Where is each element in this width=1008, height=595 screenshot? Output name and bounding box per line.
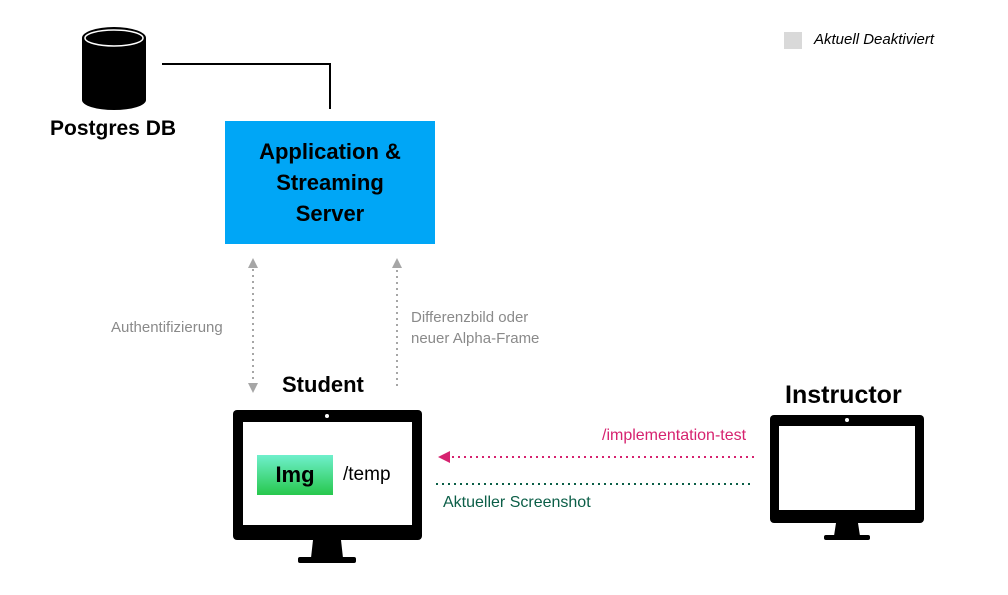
- img-badge: Img: [257, 455, 333, 495]
- legend-swatch: [784, 32, 802, 49]
- auth-label: Authentifizierung: [111, 319, 223, 336]
- implementation-test-label: /implementation-test: [602, 427, 747, 444]
- database-icon: [82, 27, 146, 110]
- temp-label: /temp: [343, 464, 391, 485]
- student-label: Student: [282, 372, 364, 397]
- instructor-monitor-icon: [770, 415, 924, 540]
- server-title: Application & Streaming Server: [259, 139, 401, 226]
- instructor-label: Instructor: [785, 381, 902, 409]
- legend-label: Aktuell Deaktiviert: [814, 31, 935, 48]
- db-server-connector: [162, 63, 331, 109]
- diff-label: Differenzbild oder neuer Alpha-Frame: [411, 309, 540, 347]
- database-label: Postgres DB: [50, 117, 177, 140]
- server-box: Application & Streaming Server: [225, 121, 435, 244]
- screenshot-label: Aktueller Screenshot: [443, 494, 591, 511]
